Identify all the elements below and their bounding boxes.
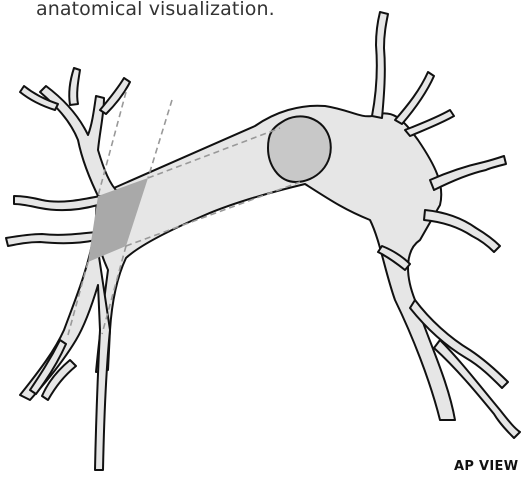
mid-left-branch [14, 196, 100, 210]
mid-left-branch-2 [6, 232, 96, 246]
view-label: AP VIEW [454, 459, 518, 474]
upper-right-branch [372, 12, 388, 118]
left-lower-trunk [20, 230, 110, 470]
upper-right-twig-2 [405, 110, 454, 136]
cross-section-oval [268, 116, 331, 182]
right-mid-branch-2 [424, 210, 500, 252]
airway-tree [6, 12, 520, 470]
right-mid-branch [430, 156, 506, 190]
upper-right-twig [395, 72, 434, 124]
upper-left-twig-1 [69, 68, 80, 105]
